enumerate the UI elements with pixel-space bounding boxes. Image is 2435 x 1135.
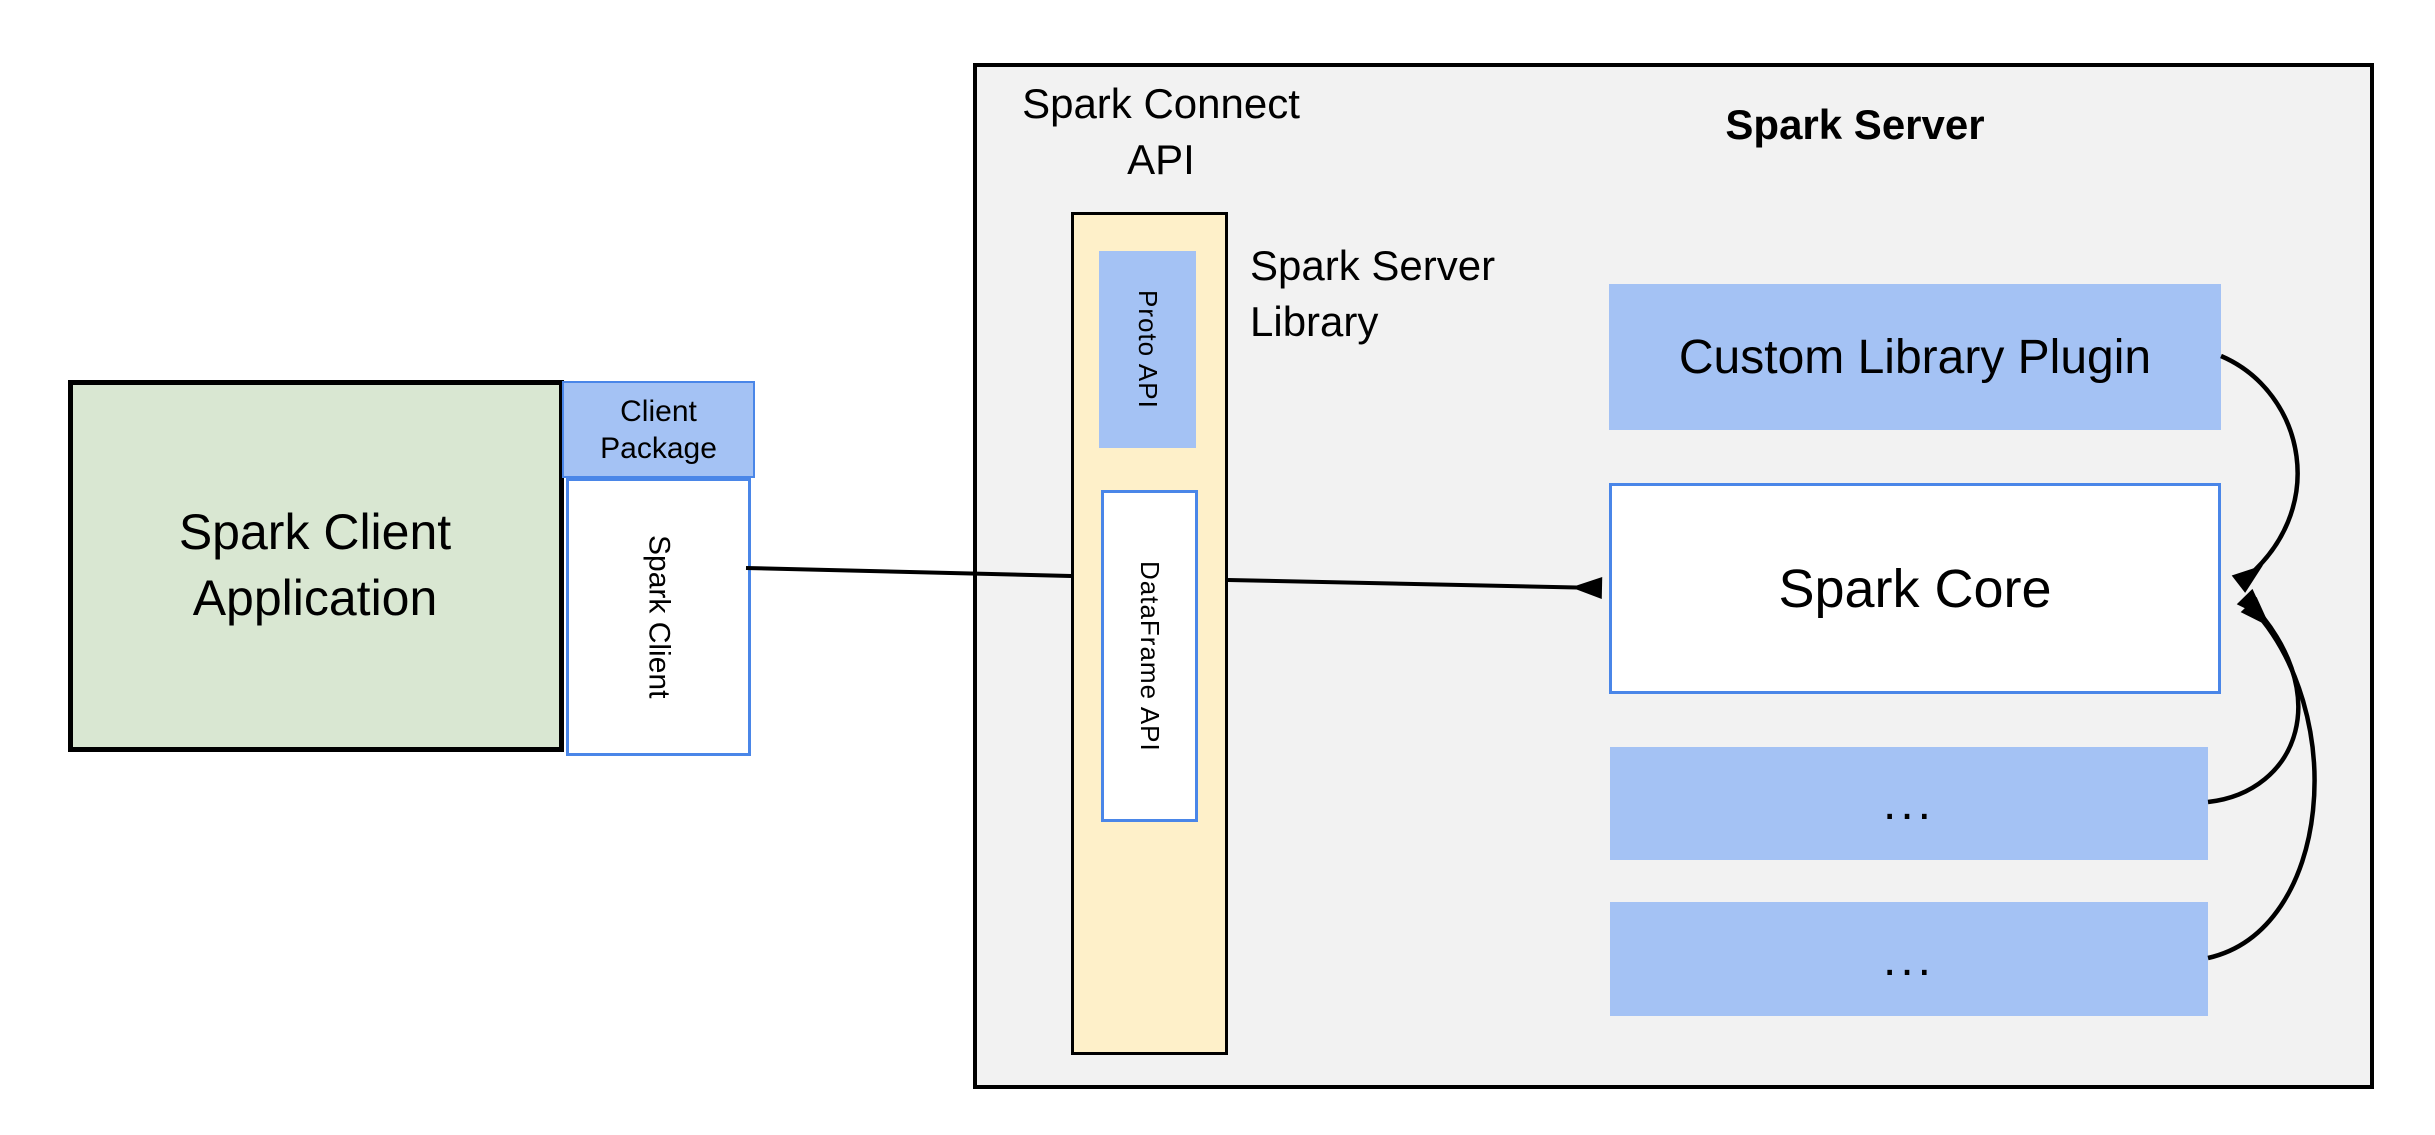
spark-client-box: Spark Client xyxy=(566,478,751,756)
custom-library-plugin-box: Custom Library Plugin xyxy=(1609,284,2221,430)
spark-client-application-label: Spark Client Application xyxy=(178,504,452,626)
spark-server-library-label: Spark Server Library xyxy=(1250,242,1496,345)
client-package-box: Client Package xyxy=(562,381,755,478)
spark-client-application-box xyxy=(68,380,564,752)
spark-core-box: Spark Core xyxy=(1609,483,2221,694)
ellipsis-box-2: ... xyxy=(1610,902,2208,1016)
proto-api-box: Proto API xyxy=(1099,251,1196,448)
dataframe-api-box: DataFrame API xyxy=(1101,490,1198,822)
spark-connect-api-label: Spark Connect API xyxy=(1022,80,1300,183)
ellipsis-box-1: ... xyxy=(1610,747,2208,860)
spark-server-title: Spark Server xyxy=(1725,101,1985,148)
